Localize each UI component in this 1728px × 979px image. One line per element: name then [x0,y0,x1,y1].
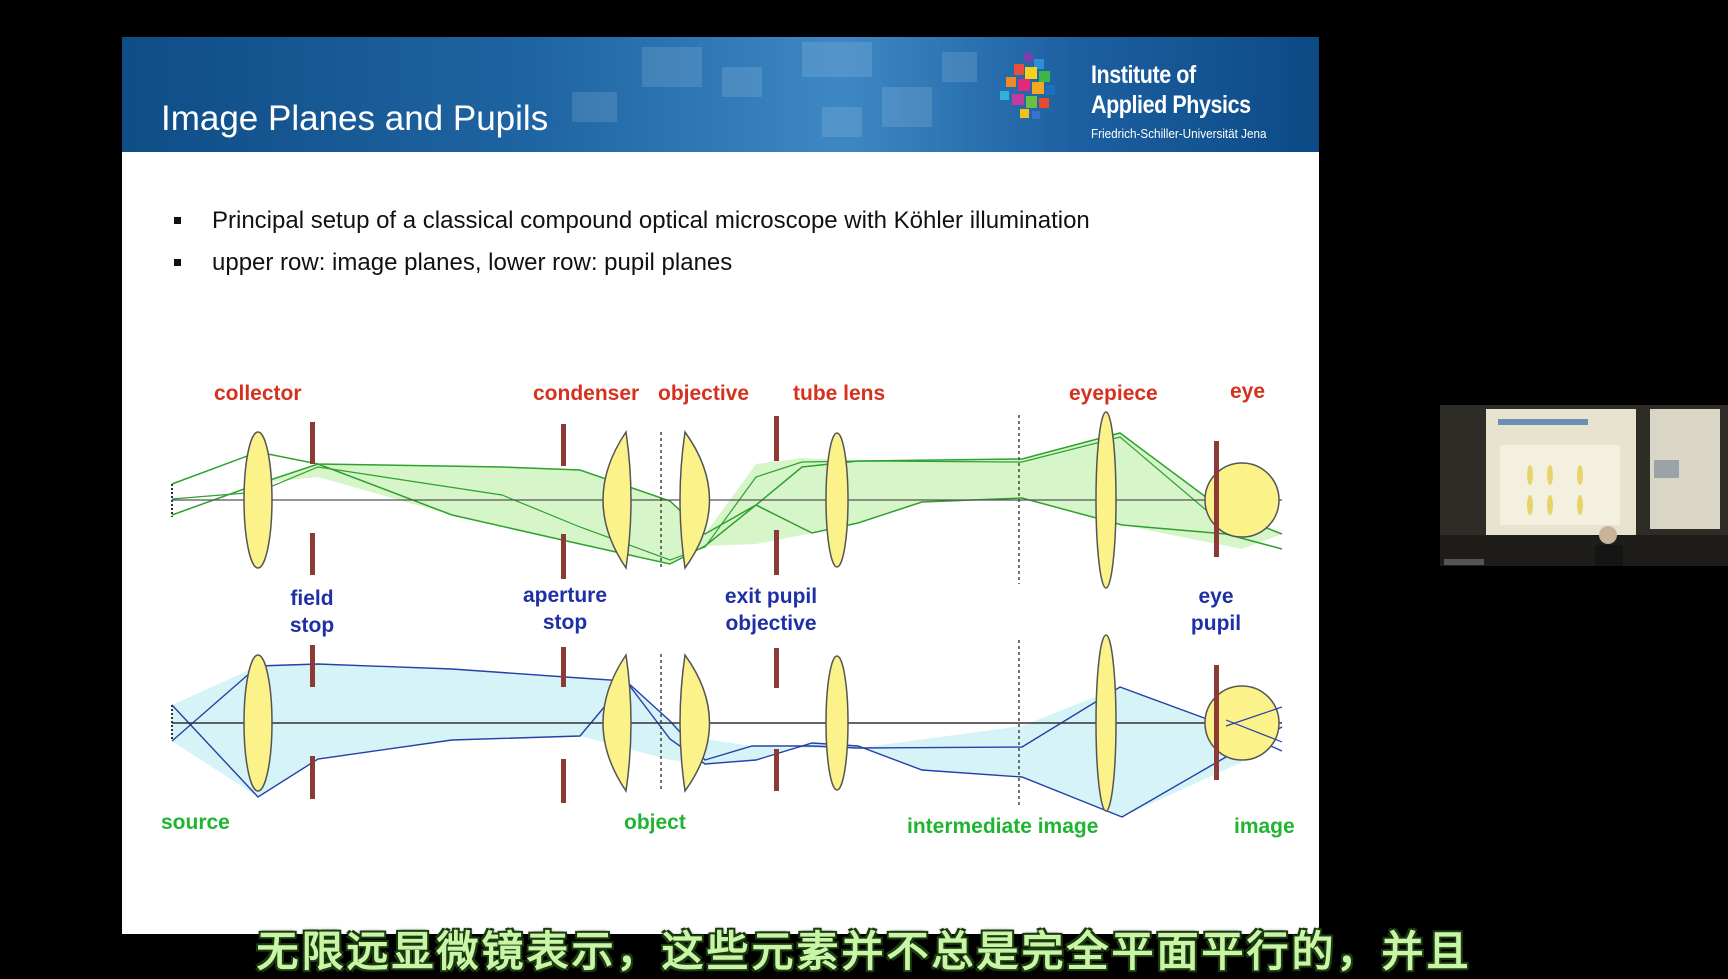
speaker-webcam-feed [1440,405,1728,566]
label-eye: eye [1230,380,1266,403]
label-condenser: condenser [533,382,640,405]
label-line: field [290,587,334,610]
condenser-lens [602,652,632,794]
objective-lens [679,430,711,570]
logo-text-line2: Applied Physics [1091,91,1251,119]
eye-pupil-stop [1214,665,1219,780]
exit-pupil-stop [774,530,779,575]
logo-mosaic-icon [1000,53,1055,119]
label-line: objective [725,612,817,635]
label-aperture-stop: aperture stop [515,582,615,636]
lower-ray [171,679,1283,818]
logo-text-line1: Institute of [1091,61,1196,89]
eyepiece-lens [1095,634,1117,812]
label-field-stop: field stop [282,585,342,639]
label-line: aperture [522,584,608,607]
field-stop [310,533,315,575]
tube-lens [825,655,849,791]
label-object: object [624,811,686,834]
aperture-stop [561,534,566,579]
lower-ray [1225,719,1283,743]
upper-ray [171,436,1227,561]
aperture-stop [561,424,566,466]
label-eyepiece: eyepiece [1069,382,1158,405]
bullet-square-icon [174,259,181,266]
bullet-text: Principal setup of a classical compound … [212,207,1090,234]
label-line: pupil [1190,612,1242,635]
eye-pupil-stop [1214,441,1219,557]
exit-pupil-stop [774,749,779,791]
slide-title: Image Planes and Pupils [161,99,549,138]
objective-lens [679,653,711,793]
field-stop [310,422,315,464]
bullet-text: upper row: image planes, lower row: pupi… [212,249,733,276]
field-stop [310,645,315,687]
exit-pupil-stop [774,648,779,688]
tube-lens [825,432,849,568]
presentation-slide: Image Planes and Pupils Institute of [122,37,1319,934]
logo-university: Friedrich-Schiller-Universität Jena [1091,126,1267,141]
slide-header: Image Planes and Pupils Institute of [122,37,1319,152]
label-image: image [1234,815,1295,838]
upper-ray [171,463,1283,565]
eye-ball [1204,462,1280,538]
lower-ray [1225,706,1283,727]
aperture-stop [561,759,566,803]
lower-ray [171,663,1283,761]
label-line: stop [542,611,588,634]
label-line: eye [1198,585,1234,608]
upper-row-image-planes [171,411,1283,589]
label-tube-lens: tube lens [793,382,886,405]
upper-beam [172,433,1282,564]
microscope-diagram [171,411,1283,818]
exit-pupil-stop [774,416,779,461]
eyepiece-lens [1095,411,1117,589]
label-collector: collector [214,382,302,405]
label-intermediate-image: intermediate image [907,815,1099,838]
condenser-lens [602,429,632,571]
institute-logo: Institute of Applied Physics Friedrich-S… [984,49,1314,149]
eye-ball [1204,685,1280,761]
collector-lens [243,431,273,569]
label-eye-pupil: eye pupil [1176,583,1256,637]
label-line: exit pupil [724,585,818,608]
collector-lens [243,654,273,792]
label-objective: objective [658,382,750,405]
webcam-scene [1440,405,1728,566]
label-exit-pupil-objective: exit pupil objective [721,583,821,637]
bullet-square-icon [174,217,181,224]
video-subtitle: 无限远显微镜表示，这些元素并不总是完全平面平行的，并且 [256,928,1472,975]
field-stop [310,756,315,799]
label-source: source [161,811,230,834]
aperture-stop [561,647,566,687]
label-line: stop [289,614,335,637]
lower-row-pupil-planes [171,634,1283,818]
